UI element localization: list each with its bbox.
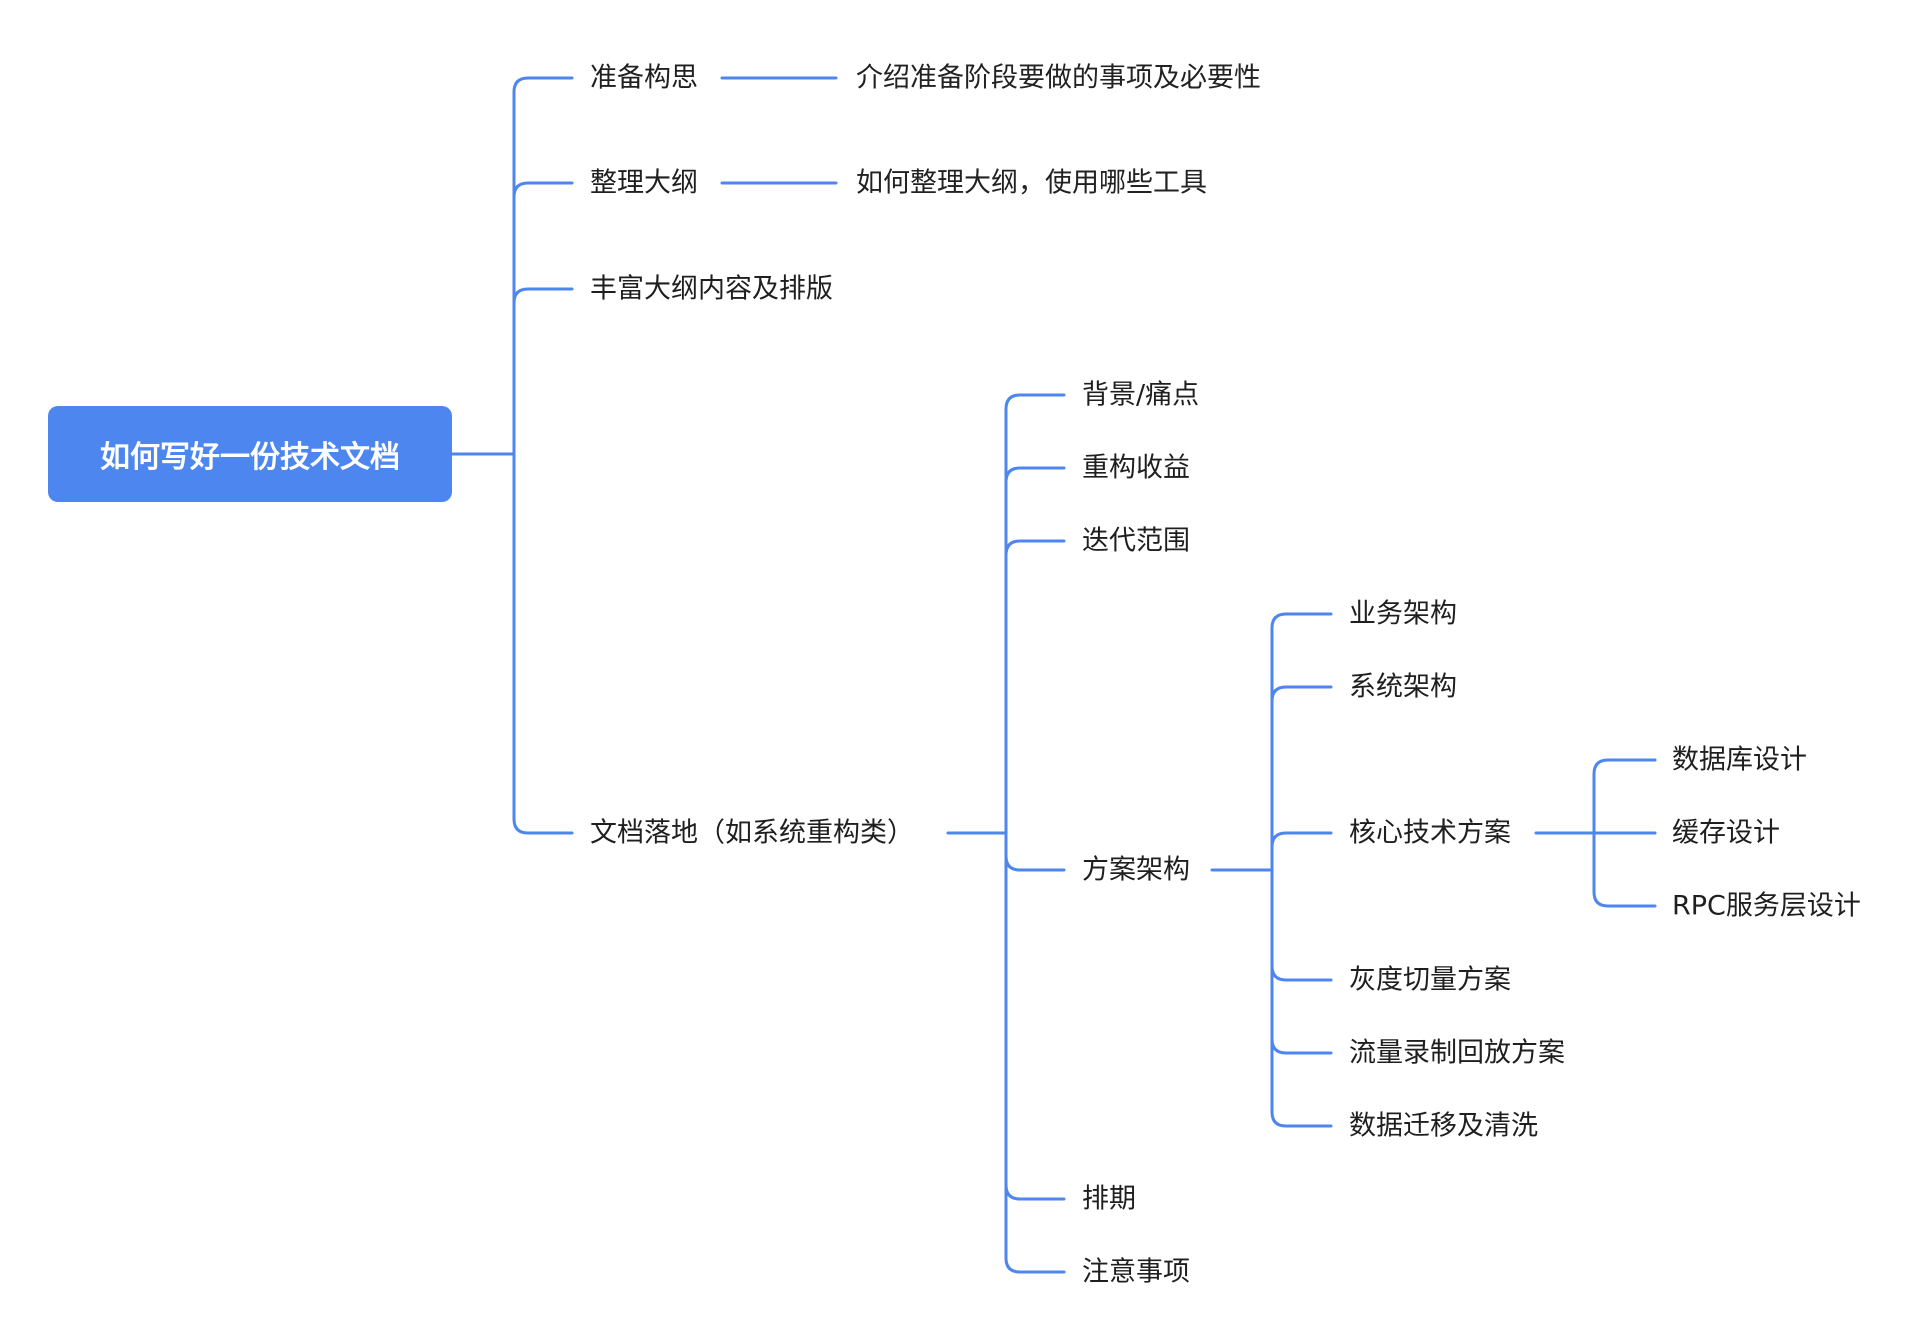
root-node[interactable]: 如何写好一份技术文档 (48, 406, 452, 502)
branch-outline[interactable]: 整理大纲 (590, 167, 698, 199)
root-connector-branch-1 (512, 181, 574, 199)
root-connector-branch-3 (512, 817, 574, 835)
landing-connector-branch-2 (1004, 539, 1066, 557)
solution-connector-branch-4 (1270, 1037, 1333, 1055)
node-background-pain[interactable]: 背景/痛点 (1082, 379, 1200, 411)
landing-connector-branch-4 (1004, 1183, 1066, 1201)
node-business-architecture[interactable]: 业务架构 (1349, 598, 1457, 630)
landing-connector-branch-3 (1004, 854, 1066, 872)
branch-prepare-ideas[interactable]: 准备构思 (590, 62, 698, 94)
detail-prepare-ideas[interactable]: 介绍准备阶段要做的事项及必要性 (856, 62, 1261, 94)
solution-connector-branch-2 (1270, 831, 1333, 849)
landing-connector-branch-0 (1004, 393, 1066, 411)
node-refactor-benefits[interactable]: 重构收益 (1082, 452, 1190, 484)
node-database-design[interactable]: 数据库设计 (1672, 744, 1807, 776)
node-data-migration[interactable]: 数据迁移及清洗 (1349, 1110, 1538, 1142)
landing-connector-branch-1 (1004, 466, 1066, 484)
node-traffic-replay[interactable]: 流量录制回放方案 (1349, 1037, 1565, 1069)
solution-connector-branch-5 (1270, 1110, 1333, 1128)
solution-connector-branch-0 (1270, 612, 1333, 630)
core-connector-branch-0 (1592, 758, 1657, 776)
branch-doc-landing[interactable]: 文档落地（如系统重构类） (590, 817, 914, 849)
root-connector-branch-0 (512, 76, 574, 94)
root-connector-branch-2 (512, 287, 574, 305)
node-system-architecture[interactable]: 系统架构 (1349, 671, 1457, 703)
detail-outline[interactable]: 如何整理大纲，使用哪些工具 (856, 167, 1207, 199)
node-schedule[interactable]: 排期 (1082, 1183, 1136, 1215)
node-notes[interactable]: 注意事项 (1082, 1256, 1190, 1288)
core-connector-branch-2 (1592, 890, 1657, 908)
node-cache-design[interactable]: 缓存设计 (1672, 817, 1780, 849)
node-core-tech-solution[interactable]: 核心技术方案 (1349, 817, 1511, 849)
node-iteration-scope[interactable]: 迭代范围 (1082, 525, 1190, 557)
landing-connector-branch-5 (1004, 1256, 1066, 1274)
node-solution-architecture[interactable]: 方案架构 (1082, 854, 1190, 886)
branch-enrich-outline[interactable]: 丰富大纲内容及排版 (590, 273, 833, 305)
node-gray-release[interactable]: 灰度切量方案 (1349, 964, 1511, 996)
node-rpc-layer-design[interactable]: RPC服务层设计 (1672, 890, 1861, 922)
solution-connector-branch-3 (1270, 964, 1333, 982)
solution-connector-branch-1 (1270, 685, 1333, 703)
